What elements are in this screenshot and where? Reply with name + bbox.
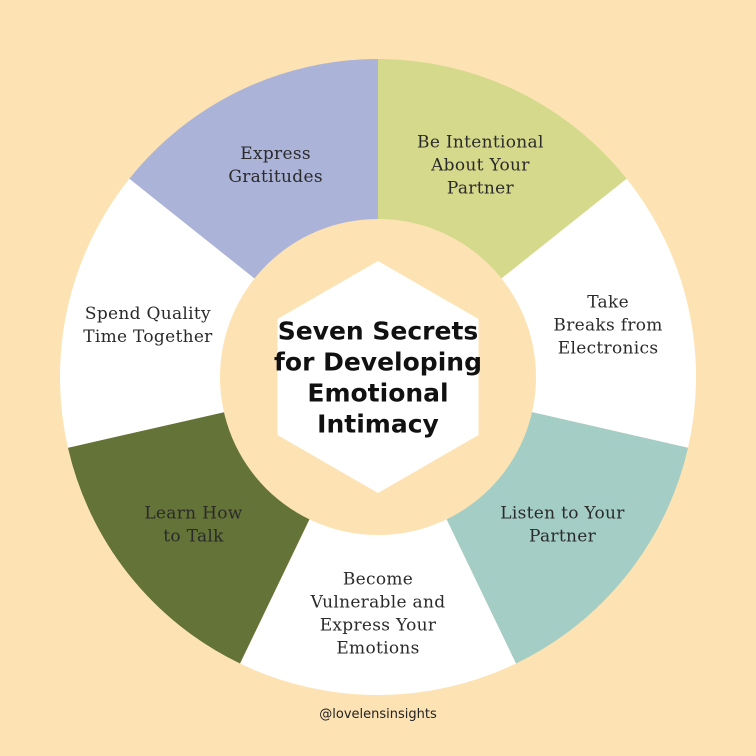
center-hexagon <box>277 261 479 493</box>
social-handle: @lovelensinsights <box>319 707 437 722</box>
segment-become-vulnerable <box>240 377 516 695</box>
